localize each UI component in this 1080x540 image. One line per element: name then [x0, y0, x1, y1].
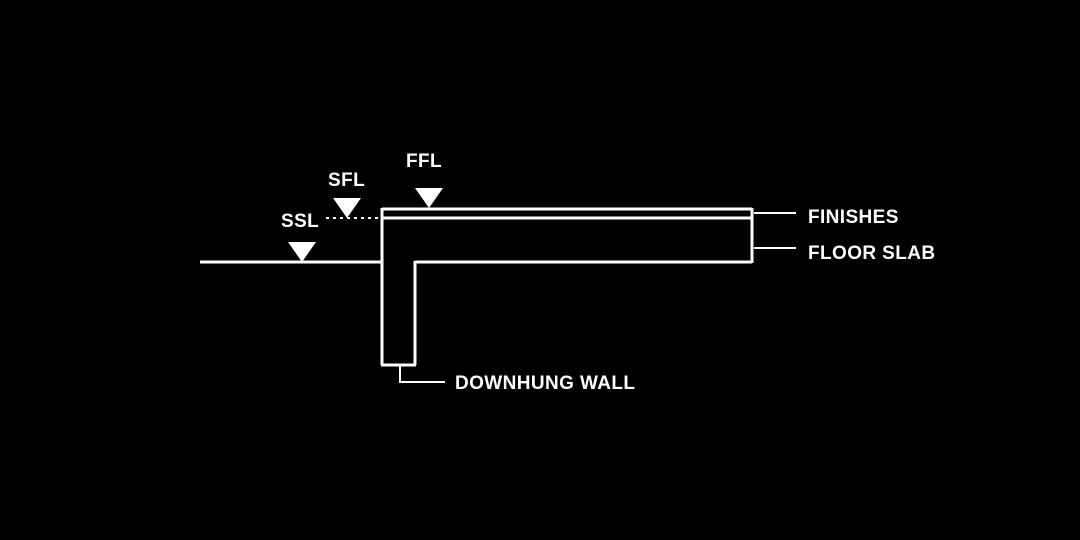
ffl-level-triangle-icon	[415, 188, 443, 208]
ssl-level-triangle-icon	[288, 242, 316, 262]
ssl-level-label: SSL	[281, 211, 319, 232]
sfl-level-label: SFL	[328, 170, 365, 191]
finishes-annotation-label: FINISHES	[808, 207, 899, 228]
floor-slab-annotation-label: FLOOR SLAB	[808, 243, 936, 264]
ffl-level-label: FFL	[406, 151, 442, 172]
downhung-wall-annotation-label: DOWNHUNG WALL	[455, 373, 635, 394]
downhung-wall-leader-line	[399, 365, 445, 383]
sfl-level-triangle-icon	[333, 198, 361, 218]
